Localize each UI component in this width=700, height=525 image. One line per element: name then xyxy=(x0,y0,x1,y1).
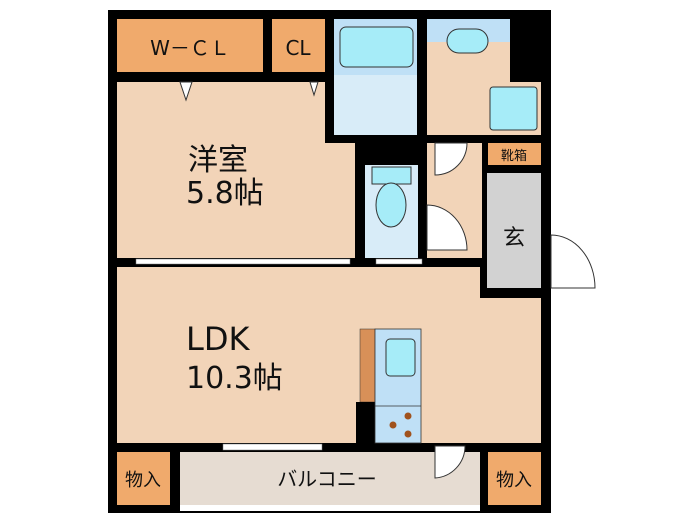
western-room-name: 洋室 xyxy=(188,143,248,178)
stove-burner-icon xyxy=(404,430,412,438)
wcl-label: W－ＣＬ xyxy=(150,36,230,60)
door-swing-icon xyxy=(309,81,319,97)
cl-label: CL xyxy=(285,36,311,60)
sink-icon xyxy=(446,28,489,54)
door-swing-icon xyxy=(426,204,468,251)
balcony[interactable] xyxy=(180,452,480,505)
bathtub-icon xyxy=(339,26,414,68)
storage-left[interactable] xyxy=(117,452,170,505)
toilet-bowl-icon xyxy=(375,182,407,228)
kitchen-counter xyxy=(359,328,376,403)
storage-left-label: 物入 xyxy=(125,470,161,491)
western-room-size: 5.8帖 xyxy=(186,176,264,211)
walk-in-closet[interactable] xyxy=(117,19,263,72)
entrance[interactable] xyxy=(487,173,541,288)
kitchen-sink-icon xyxy=(385,338,416,377)
ldk-name: LDK xyxy=(186,320,250,358)
door-swing-icon xyxy=(434,445,466,479)
sliding-door xyxy=(375,258,423,265)
western-room-ext xyxy=(117,143,355,258)
ldk-size: 10.3帖 xyxy=(186,361,283,396)
storage-right-label: 物入 xyxy=(496,470,532,491)
closet[interactable] xyxy=(272,19,325,72)
stove-burner-icon xyxy=(389,421,397,429)
toilet-tank-icon xyxy=(371,166,412,185)
stove-burner-icon xyxy=(404,412,412,420)
door-swing-icon xyxy=(434,142,468,176)
shoe-cabinet-label: 靴箱 xyxy=(501,148,527,164)
entrance-label: 玄 xyxy=(503,226,525,251)
ldk[interactable] xyxy=(117,267,480,443)
balcony-window xyxy=(222,443,323,451)
kitchen-pillar xyxy=(356,402,375,443)
storage-right[interactable] xyxy=(488,452,541,505)
door-swing-icon xyxy=(179,81,193,102)
sliding-door xyxy=(135,258,351,265)
ldk-ext xyxy=(470,298,541,443)
shoe-cabinet[interactable] xyxy=(488,143,541,165)
balcony-label: バルコニー xyxy=(277,467,377,491)
washer-icon xyxy=(489,86,538,131)
front-door-icon[interactable] xyxy=(550,234,596,289)
